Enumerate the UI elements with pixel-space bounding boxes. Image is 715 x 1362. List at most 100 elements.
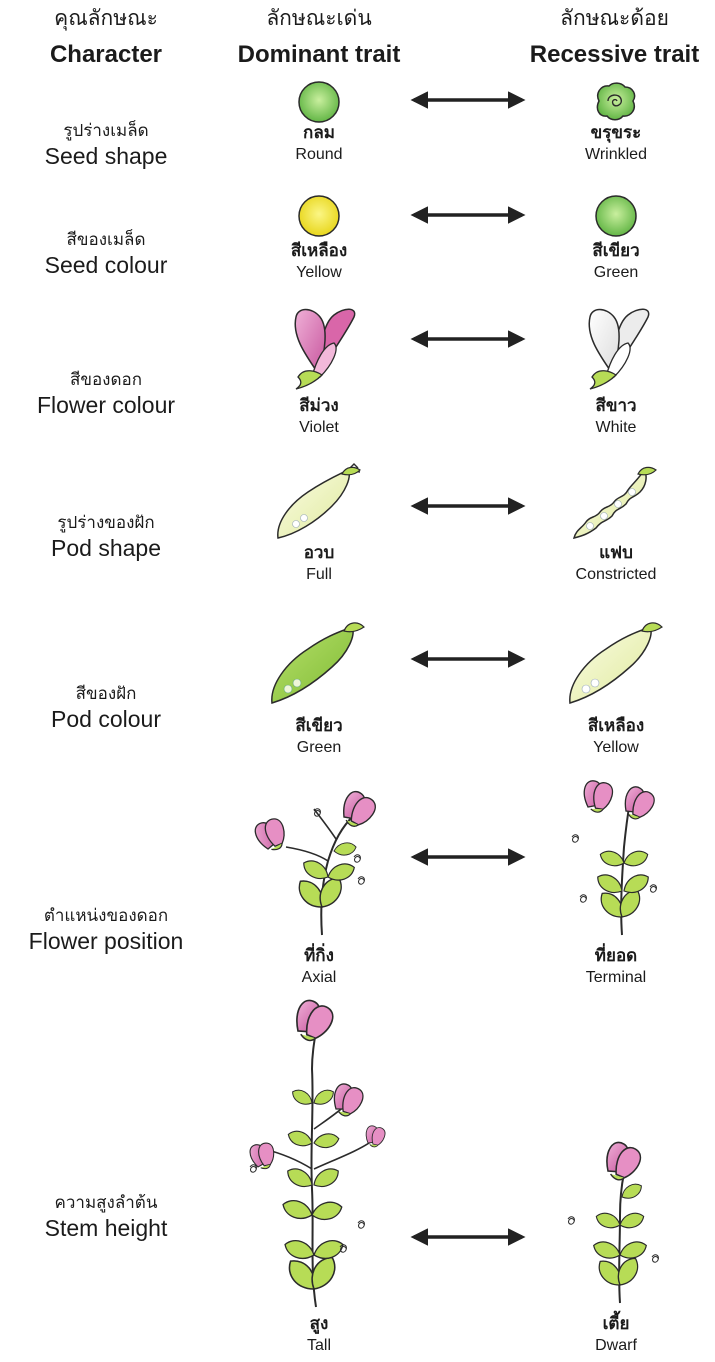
axial-flower-plant-icon	[258, 787, 388, 937]
recessive-english: Green	[536, 262, 696, 284]
character-cell: รูปร่างเมล็ด Seed shape	[0, 120, 212, 170]
wrinkled-green-seed-icon	[593, 81, 639, 123]
dominance-arrow	[408, 847, 528, 867]
recessive-thai: สีเขียว	[536, 240, 696, 262]
recessive-label: ที่ยอด Terminal	[536, 945, 696, 989]
dominant-english: Full	[239, 564, 399, 586]
dominant-thai: สูง	[239, 1313, 399, 1335]
dominant-column-header: ลักษณะเด่น Dominant trait	[218, 6, 420, 70]
dominant-label: สูง Tall	[239, 1313, 399, 1357]
trait-row-flower-colour: สีของดอก Flower colour สีม่วง Violet สีข…	[0, 305, 715, 445]
recessive-english: Dwarf	[536, 1335, 696, 1357]
constricted-pod-icon	[570, 462, 660, 542]
character-cell: ตำแหน่งของดอก Flower position	[0, 905, 212, 955]
dominant-thai: สีเขียว	[239, 715, 399, 737]
dominant-label: สีเขียว Green	[239, 715, 399, 759]
yellow-seed-icon	[296, 194, 342, 238]
trait-row-seed-colour: สีของเมล็ด Seed colour สีเหลือง Yellow ส…	[0, 193, 715, 295]
trait-row-pod-colour: สีของฝัก Pod colour สีเขียว Green สีเหลื…	[0, 615, 715, 765]
dominant-label: อวบ Full	[239, 542, 399, 586]
dominant-english: Round	[239, 144, 399, 166]
recessive-english: White	[536, 417, 696, 439]
recessive-header-thai: ลักษณะด้อย	[512, 6, 715, 32]
dominant-header-english: Dominant trait	[218, 40, 420, 70]
recessive-label: เตี้ย Dwarf	[536, 1313, 696, 1357]
round-green-seed-icon	[296, 80, 342, 124]
recessive-english: Terminal	[536, 967, 696, 989]
dominance-arrow	[408, 496, 528, 516]
violet-flower-icon	[282, 307, 362, 391]
recessive-header-english: Recessive trait	[512, 40, 715, 70]
recessive-label: ขรุขระ Wrinkled	[536, 122, 696, 166]
green-pod-icon	[268, 617, 368, 709]
green-seed-icon	[593, 194, 639, 238]
character-header-thai: คุณลักษณะ	[0, 6, 212, 32]
character-cell: สีของฝัก Pod colour	[0, 683, 212, 733]
dominance-arrow	[408, 649, 528, 669]
character-cell: สีของเมล็ด Seed colour	[0, 229, 212, 279]
recessive-english: Yellow	[536, 737, 696, 759]
trait-row-pod-shape: รูปร่างของฝัก Pod shape อวบ Full แฟบ Con…	[0, 460, 715, 590]
recessive-thai: ที่ยอด	[536, 945, 696, 967]
character-english: Flower colour	[0, 391, 212, 419]
dominant-thai: อวบ	[239, 542, 399, 564]
dominant-english: Tall	[239, 1335, 399, 1357]
recessive-thai: สีขาว	[536, 395, 696, 417]
recessive-label: แฟบ Constricted	[536, 542, 696, 586]
dominant-thai: ที่กิ่ง	[239, 945, 399, 967]
white-flower-icon	[576, 307, 656, 391]
character-english: Pod colour	[0, 705, 212, 733]
recessive-thai: สีเหลือง	[536, 715, 696, 737]
character-english: Seed colour	[0, 251, 212, 279]
dominance-arrow	[408, 90, 528, 110]
character-english: Pod shape	[0, 534, 212, 562]
recessive-label: สีเหลือง Yellow	[536, 715, 696, 759]
recessive-english: Constricted	[536, 564, 696, 586]
dwarf-plant-icon	[560, 1145, 670, 1305]
character-english: Flower position	[0, 927, 212, 955]
dominant-header-thai: ลักษณะเด่น	[218, 6, 420, 32]
recessive-english: Wrinkled	[536, 144, 696, 166]
dominant-english: Green	[239, 737, 399, 759]
character-thai: สีของดอก	[0, 369, 212, 391]
dominant-thai: กลม	[239, 122, 399, 144]
dominant-label: สีม่วง Violet	[239, 395, 399, 439]
character-thai: ความสูงลำต้น	[0, 1192, 212, 1214]
character-thai: สีของฝัก	[0, 683, 212, 705]
dominance-arrow	[408, 205, 528, 225]
character-column-header: คุณลักษณะ Character	[0, 6, 212, 70]
character-cell: สีของดอก Flower colour	[0, 369, 212, 419]
dominant-thai: สีม่วง	[239, 395, 399, 417]
dominant-thai: สีเหลือง	[239, 240, 399, 262]
trait-row-seed-shape: รูปร่างเมล็ด Seed shape กลม Round ขรุขระ…	[0, 78, 715, 180]
character-english: Stem height	[0, 1214, 212, 1242]
full-pod-icon	[274, 462, 364, 542]
tall-plant-icon	[240, 1019, 390, 1309]
character-english: Seed shape	[0, 142, 212, 170]
dominant-english: Axial	[239, 967, 399, 989]
recessive-label: สีเขียว Green	[536, 240, 696, 284]
character-thai: รูปร่างของฝัก	[0, 512, 212, 534]
recessive-thai: แฟบ	[536, 542, 696, 564]
terminal-flower-plant-icon	[566, 787, 676, 937]
trait-row-flower-position: ตำแหน่งของดอก Flower position ที่กิ่ง Ax…	[0, 785, 715, 1000]
dominant-english: Yellow	[239, 262, 399, 284]
dominant-label: สีเหลือง Yellow	[239, 240, 399, 284]
recessive-thai: ขรุขระ	[536, 122, 696, 144]
character-header-english: Character	[0, 40, 212, 70]
dominance-arrow	[408, 329, 528, 349]
dominant-english: Violet	[239, 417, 399, 439]
character-cell: ความสูงลำต้น Stem height	[0, 1192, 212, 1242]
dominance-arrow	[408, 1227, 528, 1247]
character-cell: รูปร่างของฝัก Pod shape	[0, 512, 212, 562]
recessive-label: สีขาว White	[536, 395, 696, 439]
dominant-label: ที่กิ่ง Axial	[239, 945, 399, 989]
recessive-column-header: ลักษณะด้อย Recessive trait	[512, 6, 715, 70]
character-thai: สีของเมล็ด	[0, 229, 212, 251]
dominant-label: กลม Round	[239, 122, 399, 166]
trait-row-stem-height: ความสูงลำต้น Stem height	[0, 1015, 715, 1360]
character-thai: รูปร่างเมล็ด	[0, 120, 212, 142]
yellow-pod-icon	[566, 617, 666, 709]
character-thai: ตำแหน่งของดอก	[0, 905, 212, 927]
recessive-thai: เตี้ย	[536, 1313, 696, 1335]
